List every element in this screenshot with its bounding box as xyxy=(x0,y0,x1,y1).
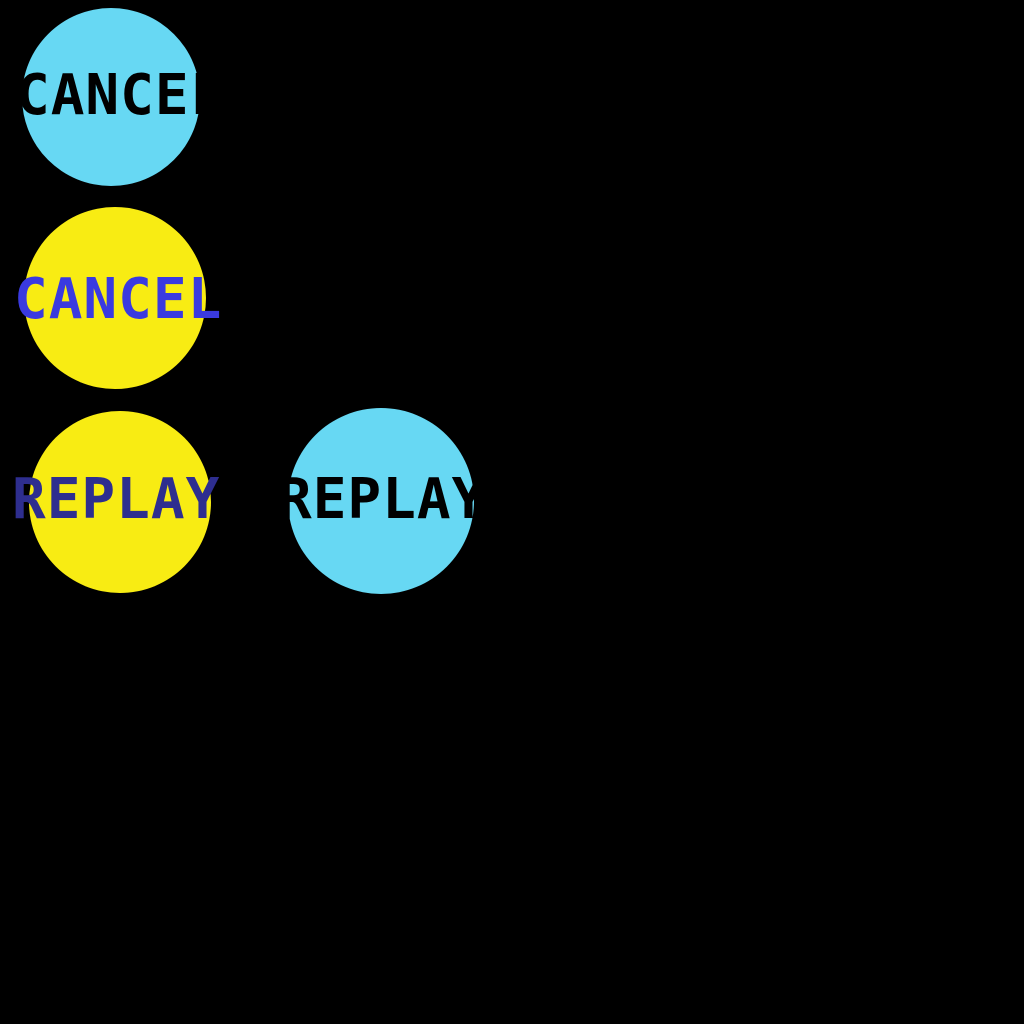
cancel-button-yellow[interactable]: CANCEL xyxy=(14,207,221,389)
cancel-button-yellow-circle[interactable] xyxy=(24,207,206,389)
cancel-button-cyan-circle[interactable] xyxy=(22,8,200,186)
cancel-button-yellow-label: CANCEL xyxy=(14,267,223,332)
replay-button-cyan[interactable]: REPLAY xyxy=(278,408,485,594)
cancel-button-cyan-label: CANCEL xyxy=(16,63,225,128)
replay-button-yellow[interactable]: REPLAY xyxy=(12,411,219,593)
replay-button-yellow-label: REPLAY xyxy=(12,467,221,532)
replay-button-yellow-circle[interactable] xyxy=(29,411,211,593)
cancel-button-cyan[interactable]: CANCEL xyxy=(16,8,223,186)
replay-button-cyan-circle[interactable] xyxy=(288,408,474,594)
replay-button-cyan-label: REPLAY xyxy=(278,467,487,532)
